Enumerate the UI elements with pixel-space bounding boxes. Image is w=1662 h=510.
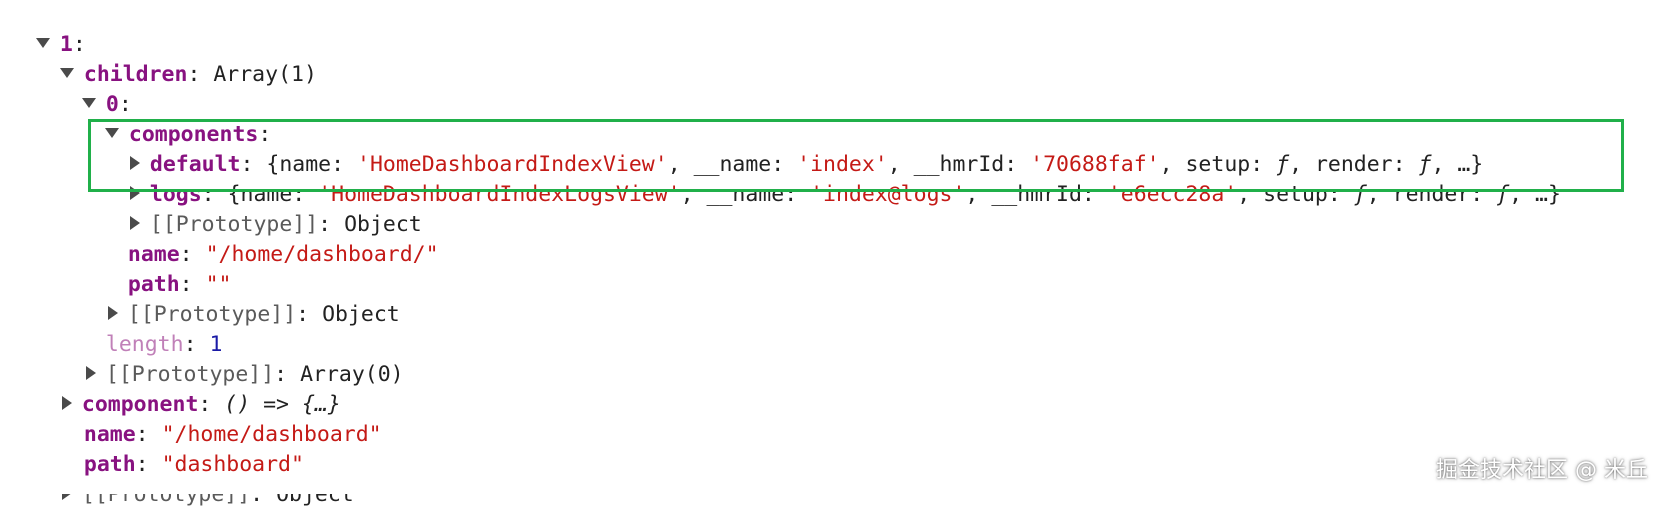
tree-node-name: name: "/home/dashboard" bbox=[83, 422, 382, 447]
property-key: components bbox=[128, 122, 259, 147]
property-value: () => {…} bbox=[224, 392, 341, 417]
expand-triangle-icon[interactable] bbox=[61, 396, 72, 410]
tree-node-name: name: "/home/dashboard/" bbox=[127, 242, 439, 267]
expand-triangle-icon[interactable] bbox=[129, 156, 140, 170]
expand-triangle-icon[interactable] bbox=[129, 186, 140, 200]
expand-triangle-icon[interactable] bbox=[129, 216, 140, 230]
tree-node-component[interactable]: component: () => {…} bbox=[34, 360, 341, 417]
tree-node-prototype[interactable]: [[Prototype]]: Array(0) bbox=[58, 330, 404, 387]
property-key: logs bbox=[149, 182, 202, 207]
property-key: length bbox=[105, 332, 184, 357]
tree-node-prototype[interactable]: [[Prototype]]: Object bbox=[102, 180, 422, 237]
property-value: "dashboard" bbox=[161, 452, 304, 477]
collapse-triangle-icon[interactable] bbox=[104, 128, 119, 138]
function-icon: ƒ bbox=[1353, 182, 1367, 207]
property-key: component bbox=[81, 392, 199, 417]
property-key: default bbox=[149, 152, 241, 177]
function-icon: ƒ bbox=[1276, 152, 1290, 177]
tree-node-1[interactable]: 1: bbox=[10, 0, 86, 57]
property-key: name bbox=[83, 422, 136, 447]
tree-node-prototype[interactable]: [[Prototype]]: Object bbox=[80, 270, 400, 327]
property-value: 1 bbox=[209, 332, 223, 357]
property-key: [[Prototype]] bbox=[105, 362, 275, 387]
property-key: children bbox=[83, 62, 188, 87]
property-value: Object bbox=[344, 212, 422, 237]
tree-node-0[interactable]: 0: bbox=[56, 60, 132, 117]
property-key: 0 bbox=[105, 92, 119, 117]
function-icon: ƒ bbox=[1418, 152, 1432, 177]
collapse-triangle-icon[interactable] bbox=[59, 68, 74, 78]
tree-node-children[interactable]: children: Array(1) bbox=[34, 30, 317, 87]
expand-triangle-icon[interactable] bbox=[85, 366, 96, 380]
tree-node-length: length: 1 bbox=[105, 332, 223, 357]
property-key: [[Prototype]] bbox=[127, 302, 297, 327]
watermark: 掘金技术社区 @ 米丘 bbox=[1436, 458, 1648, 483]
tree-node-logs[interactable]: logs: {name: 'HomeDashboardIndexLogsView… bbox=[102, 150, 1561, 207]
tree-node-path: path: "" bbox=[127, 272, 232, 297]
function-icon: ƒ bbox=[1496, 182, 1510, 207]
property-value: Array(1) bbox=[213, 62, 317, 87]
expand-triangle-icon[interactable] bbox=[107, 306, 118, 320]
property-value: Object bbox=[322, 302, 400, 327]
collapse-triangle-icon[interactable] bbox=[81, 98, 96, 108]
property-key: [[Prototype]] bbox=[149, 212, 319, 237]
tree-node-prototype[interactable]: [[Prototype]]: Object bbox=[34, 450, 354, 507]
tree-node-default[interactable]: default: {name: 'HomeDashboardIndexView'… bbox=[102, 120, 1483, 177]
tree-node-components[interactable]: components: bbox=[79, 90, 271, 147]
property-key: name bbox=[127, 242, 180, 267]
property-key: path bbox=[127, 272, 180, 297]
collapse-triangle-icon[interactable] bbox=[35, 38, 50, 48]
property-value: Array(0) bbox=[300, 362, 404, 387]
property-key: 1 bbox=[59, 32, 73, 57]
property-value: "/home/dashboard" bbox=[161, 422, 382, 447]
property-value: "" bbox=[205, 272, 232, 297]
tree-node-path: path: "dashboard" bbox=[83, 452, 304, 477]
bottom-clip bbox=[0, 484, 1662, 494]
property-key: path bbox=[83, 452, 136, 477]
property-value: "/home/dashboard/" bbox=[205, 242, 439, 267]
